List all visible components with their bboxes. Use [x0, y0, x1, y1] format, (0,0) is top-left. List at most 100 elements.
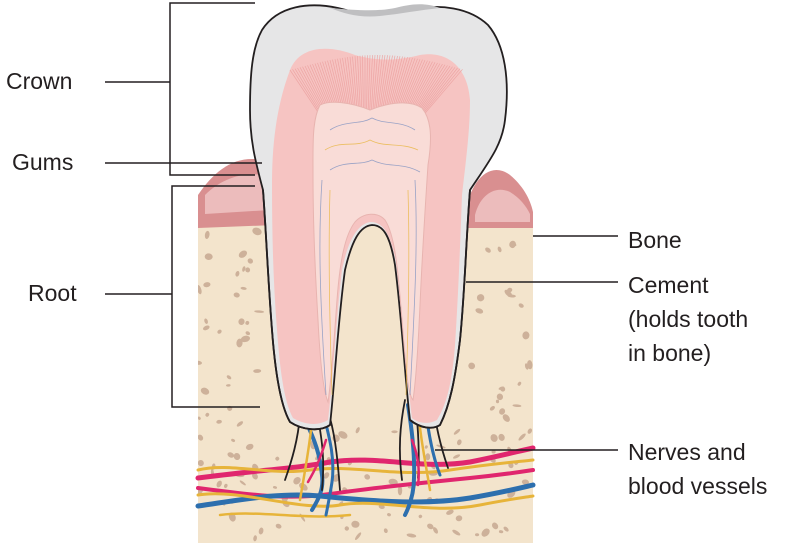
pulp: [312, 101, 431, 404]
bone-spot: [252, 227, 262, 236]
label-root: Root: [28, 280, 77, 306]
bone-spot: [425, 453, 431, 461]
bone-spot: [491, 450, 496, 454]
bone-spot: [492, 522, 499, 530]
bone-tissue: [198, 200, 533, 543]
label-cement-line2: (holds tooth: [628, 306, 749, 332]
dentin-tubule: [423, 69, 463, 116]
bone-spot: [204, 318, 208, 324]
bone-spot: [236, 338, 243, 348]
tooth: [249, 4, 508, 431]
label-bone: Bone: [628, 227, 682, 253]
leader-lines: [105, 2, 618, 451]
bone-spot: [216, 480, 222, 488]
bone-spot: [518, 303, 524, 308]
dentin-tubule: [357, 55, 361, 116]
bone-spot: [475, 533, 480, 537]
bone-spot: [388, 478, 398, 486]
bone-spot: [453, 428, 461, 435]
bone-spot: [204, 230, 210, 239]
bone-spot: [518, 433, 526, 441]
bone-spot: [355, 427, 360, 434]
bone-spot: [364, 474, 371, 480]
label-cement-line3: in bone): [628, 340, 712, 366]
bone-spot: [216, 419, 222, 424]
bone-spot: [475, 308, 484, 314]
bone-spot: [495, 399, 500, 404]
bone-spot: [198, 416, 201, 420]
bone-spot: [476, 294, 485, 302]
bone-spot: [507, 287, 513, 293]
label-nerves-line1: Nerves and: [628, 439, 746, 465]
bone-spot: [233, 292, 240, 298]
bone-spot: [524, 363, 529, 370]
bone-spot: [344, 526, 350, 531]
bone-spot: [252, 472, 258, 480]
dentin-tubule: [362, 55, 364, 116]
dentin-tubule: [372, 54, 378, 116]
dentin-tubule: [373, 54, 381, 116]
bone-spot: [378, 504, 385, 509]
bone-spot: [517, 381, 522, 386]
label-gums: Gums: [12, 149, 74, 175]
bone-spot: [245, 320, 250, 325]
bone-spot: [203, 282, 211, 288]
dentin-tubule: [378, 55, 388, 116]
bone-spot: [496, 393, 504, 401]
bone-spot: [238, 250, 247, 258]
bone-spot: [293, 476, 301, 485]
bone-spot: [424, 445, 428, 449]
bone-spot: [509, 240, 516, 249]
bone-spot: [247, 258, 253, 264]
gums: [198, 159, 533, 228]
dentin-tubule: [420, 67, 458, 116]
bone-spot: [235, 270, 240, 277]
bone-spot: [198, 434, 204, 441]
bone-spot: [453, 454, 461, 459]
bone-spot: [205, 412, 210, 417]
dentin-tubule: [415, 65, 451, 116]
bone-spot: [497, 246, 502, 253]
bone-spot: [240, 335, 251, 343]
dentin-tubule: [379, 55, 391, 116]
dentin-tubule: [366, 55, 368, 116]
dentin-tubule: [292, 69, 322, 116]
bone-spot: [499, 408, 506, 415]
bone-spot: [418, 514, 423, 519]
bone-spot: [481, 528, 490, 537]
bone-spot: [217, 329, 222, 334]
bone-spot: [527, 360, 533, 370]
bone-spot: [227, 452, 235, 458]
bone-spot: [275, 523, 282, 529]
bone-spot: [323, 472, 330, 479]
bone-spot: [485, 247, 491, 253]
label-crown: Crown: [6, 68, 73, 94]
bone-spot: [233, 452, 241, 461]
bone-spot: [231, 438, 236, 442]
bone-spot: [275, 456, 280, 461]
bone-spot: [489, 405, 495, 411]
bone-spot: [457, 439, 462, 446]
bone-spot: [468, 362, 476, 370]
dentin-tubule: [370, 54, 376, 116]
bone-spot: [245, 267, 251, 273]
bone-spot: [383, 528, 388, 534]
bone-spot: [503, 526, 509, 532]
bone-spot: [452, 529, 461, 536]
bone-spot: [198, 284, 202, 295]
bone-spot: [258, 527, 264, 535]
bone-spot: [203, 325, 210, 331]
bone-spot: [498, 433, 505, 441]
bone-spot: [198, 460, 204, 467]
dentin-tubule: [354, 56, 360, 116]
dentin-tubule: [359, 55, 363, 116]
bone-spot: [254, 310, 265, 313]
bone-spot: [500, 386, 506, 392]
bone-spot: [226, 375, 232, 380]
bone-spot: [498, 530, 504, 534]
bone-spot: [522, 331, 530, 340]
bone-spot: [240, 286, 247, 290]
dentin-tubule: [369, 55, 373, 116]
label-nerves-line2: blood vessels: [628, 473, 768, 499]
